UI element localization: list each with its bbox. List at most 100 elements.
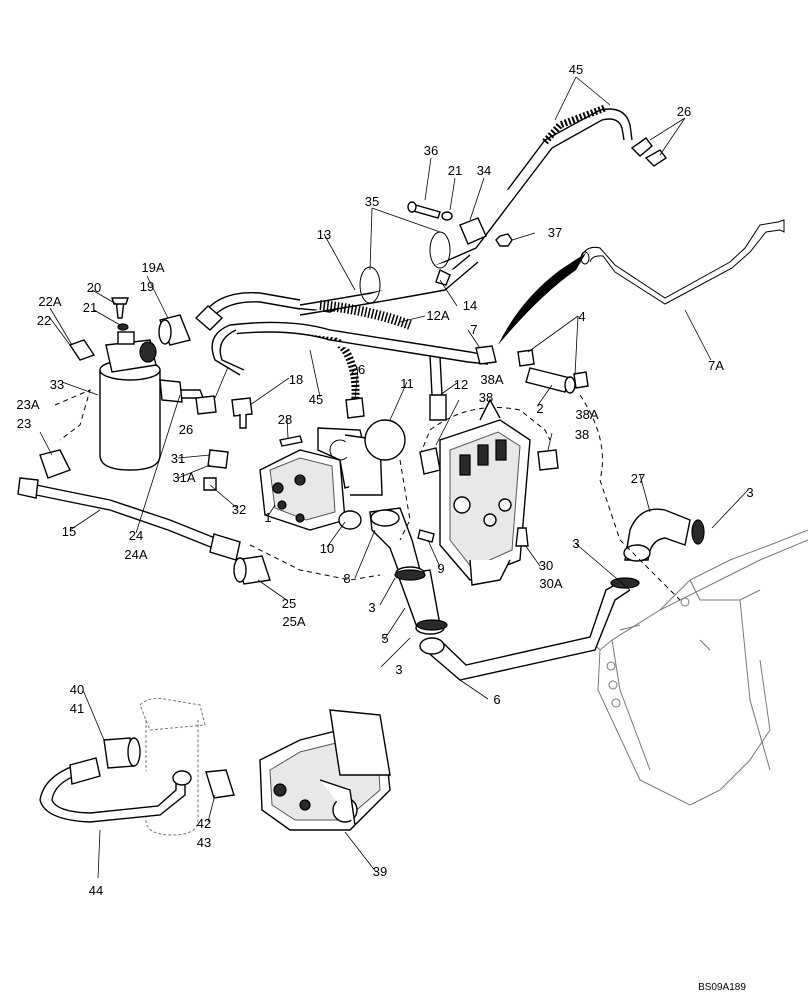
callout-27: 27 bbox=[631, 471, 645, 486]
fitting-4 bbox=[517, 349, 589, 389]
callout-3d: 3 bbox=[395, 662, 402, 677]
callout-24a: 24A bbox=[124, 547, 147, 562]
clamp-3a bbox=[394, 569, 426, 581]
filter-ghost bbox=[139, 697, 206, 836]
callout-14: 14 bbox=[463, 298, 477, 313]
bolt-9 bbox=[417, 529, 435, 543]
fitting-26c bbox=[345, 397, 365, 419]
callout-7a: 7A bbox=[708, 358, 724, 373]
callout-33: 33 bbox=[50, 377, 64, 392]
clamp-3b bbox=[416, 619, 448, 631]
callout-45b: 45 bbox=[309, 392, 323, 407]
o-ring-11 bbox=[364, 419, 406, 461]
hard-tube-14 bbox=[299, 254, 479, 316]
fitting-31 bbox=[207, 449, 229, 469]
callout-30: 30 bbox=[539, 558, 553, 573]
fitting-42 bbox=[205, 769, 235, 799]
leader-dash-11 bbox=[399, 459, 411, 541]
callout-19a: 19A bbox=[141, 260, 164, 275]
callout-3b: 3 bbox=[572, 536, 579, 551]
callout-30a: 30A bbox=[539, 576, 562, 591]
callout-40: 40 bbox=[70, 682, 84, 697]
leader-dash-38 bbox=[579, 394, 681, 601]
fitting-40 bbox=[103, 737, 141, 769]
filter-33 bbox=[99, 331, 161, 471]
callout-15: 15 bbox=[62, 524, 76, 539]
callout-41: 41 bbox=[70, 701, 84, 716]
callout-32: 32 bbox=[232, 502, 246, 517]
hose-7 bbox=[229, 321, 491, 421]
fitting-38a-top bbox=[475, 345, 497, 365]
callout-5: 5 bbox=[381, 631, 388, 646]
callout-38a2: 38A bbox=[575, 407, 598, 422]
callout-8: 8 bbox=[343, 571, 350, 586]
fitting-19 bbox=[158, 314, 191, 346]
callout-42: 42 bbox=[197, 816, 211, 831]
bolt-20 bbox=[111, 297, 129, 319]
callout-3c: 3 bbox=[368, 600, 375, 615]
hose-left-loop bbox=[194, 292, 301, 376]
callout-2: 2 bbox=[536, 401, 543, 416]
tube-2 bbox=[525, 367, 576, 394]
callout-10: 10 bbox=[320, 541, 334, 556]
callout-44: 44 bbox=[89, 883, 103, 898]
o-ring-10 bbox=[338, 510, 362, 530]
callout-23a: 23A bbox=[16, 397, 39, 412]
fitting-18 bbox=[231, 397, 253, 429]
leader-lines bbox=[39, 76, 749, 879]
callout-24: 24 bbox=[129, 528, 143, 543]
pump-1 bbox=[259, 427, 383, 531]
washer-21b bbox=[117, 323, 129, 331]
suction-tube-6 bbox=[419, 577, 640, 681]
leader-arrow bbox=[498, 253, 586, 345]
callout-7: 7 bbox=[470, 322, 477, 337]
callout-26: 26 bbox=[677, 104, 691, 119]
callout-45: 45 bbox=[569, 62, 583, 77]
callout-3: 3 bbox=[746, 485, 753, 500]
callout-21: 21 bbox=[448, 163, 462, 178]
callout-11: 11 bbox=[400, 376, 414, 391]
callout-25: 25 bbox=[282, 596, 296, 611]
hose-24 bbox=[159, 379, 209, 415]
callout-6: 6 bbox=[493, 692, 500, 707]
callout-43: 43 bbox=[197, 835, 211, 850]
callout-13: 13 bbox=[317, 227, 331, 242]
elbow-27 bbox=[623, 508, 705, 562]
chassis-frame-outline bbox=[589, 529, 808, 806]
callout-23: 23 bbox=[17, 416, 31, 431]
callout-38b: 38 bbox=[575, 427, 589, 442]
callout-38a-top: 38A bbox=[480, 372, 503, 387]
callout-1: 1 bbox=[264, 510, 271, 525]
callout-37: 37 bbox=[548, 225, 562, 240]
hose-15 bbox=[17, 477, 241, 561]
fitting-38-right bbox=[537, 449, 559, 471]
leader-dash-23 bbox=[54, 389, 91, 441]
callout-12: 12 bbox=[454, 377, 468, 392]
leader-dash-valve bbox=[419, 407, 551, 456]
callout-22: 22 bbox=[37, 313, 51, 328]
callout-21b: 21 bbox=[83, 300, 97, 315]
callout-36: 36 bbox=[424, 143, 438, 158]
callout-38a: 38 bbox=[479, 390, 493, 405]
fitting-22 bbox=[68, 339, 96, 361]
callout-35: 35 bbox=[365, 194, 379, 209]
washer-21a bbox=[441, 211, 453, 221]
control-valve bbox=[439, 398, 531, 586]
callout-26b: 26 bbox=[351, 362, 365, 377]
bolt-28 bbox=[279, 435, 303, 447]
callout-4: 4 bbox=[578, 309, 585, 324]
callout-34: 34 bbox=[477, 163, 491, 178]
elbow-8 bbox=[369, 507, 421, 576]
fitting-26b bbox=[195, 395, 217, 415]
callout-26c: 26 bbox=[179, 422, 193, 437]
callout-31a: 31A bbox=[172, 470, 195, 485]
fitting-23 bbox=[39, 449, 71, 479]
clip-26a bbox=[630, 137, 668, 167]
callout-18: 18 bbox=[289, 372, 303, 387]
callout-39: 39 bbox=[373, 864, 387, 879]
fitting-38-left bbox=[419, 447, 441, 475]
leader-dash-pump bbox=[249, 544, 381, 581]
callout-19: 19 bbox=[140, 279, 154, 294]
